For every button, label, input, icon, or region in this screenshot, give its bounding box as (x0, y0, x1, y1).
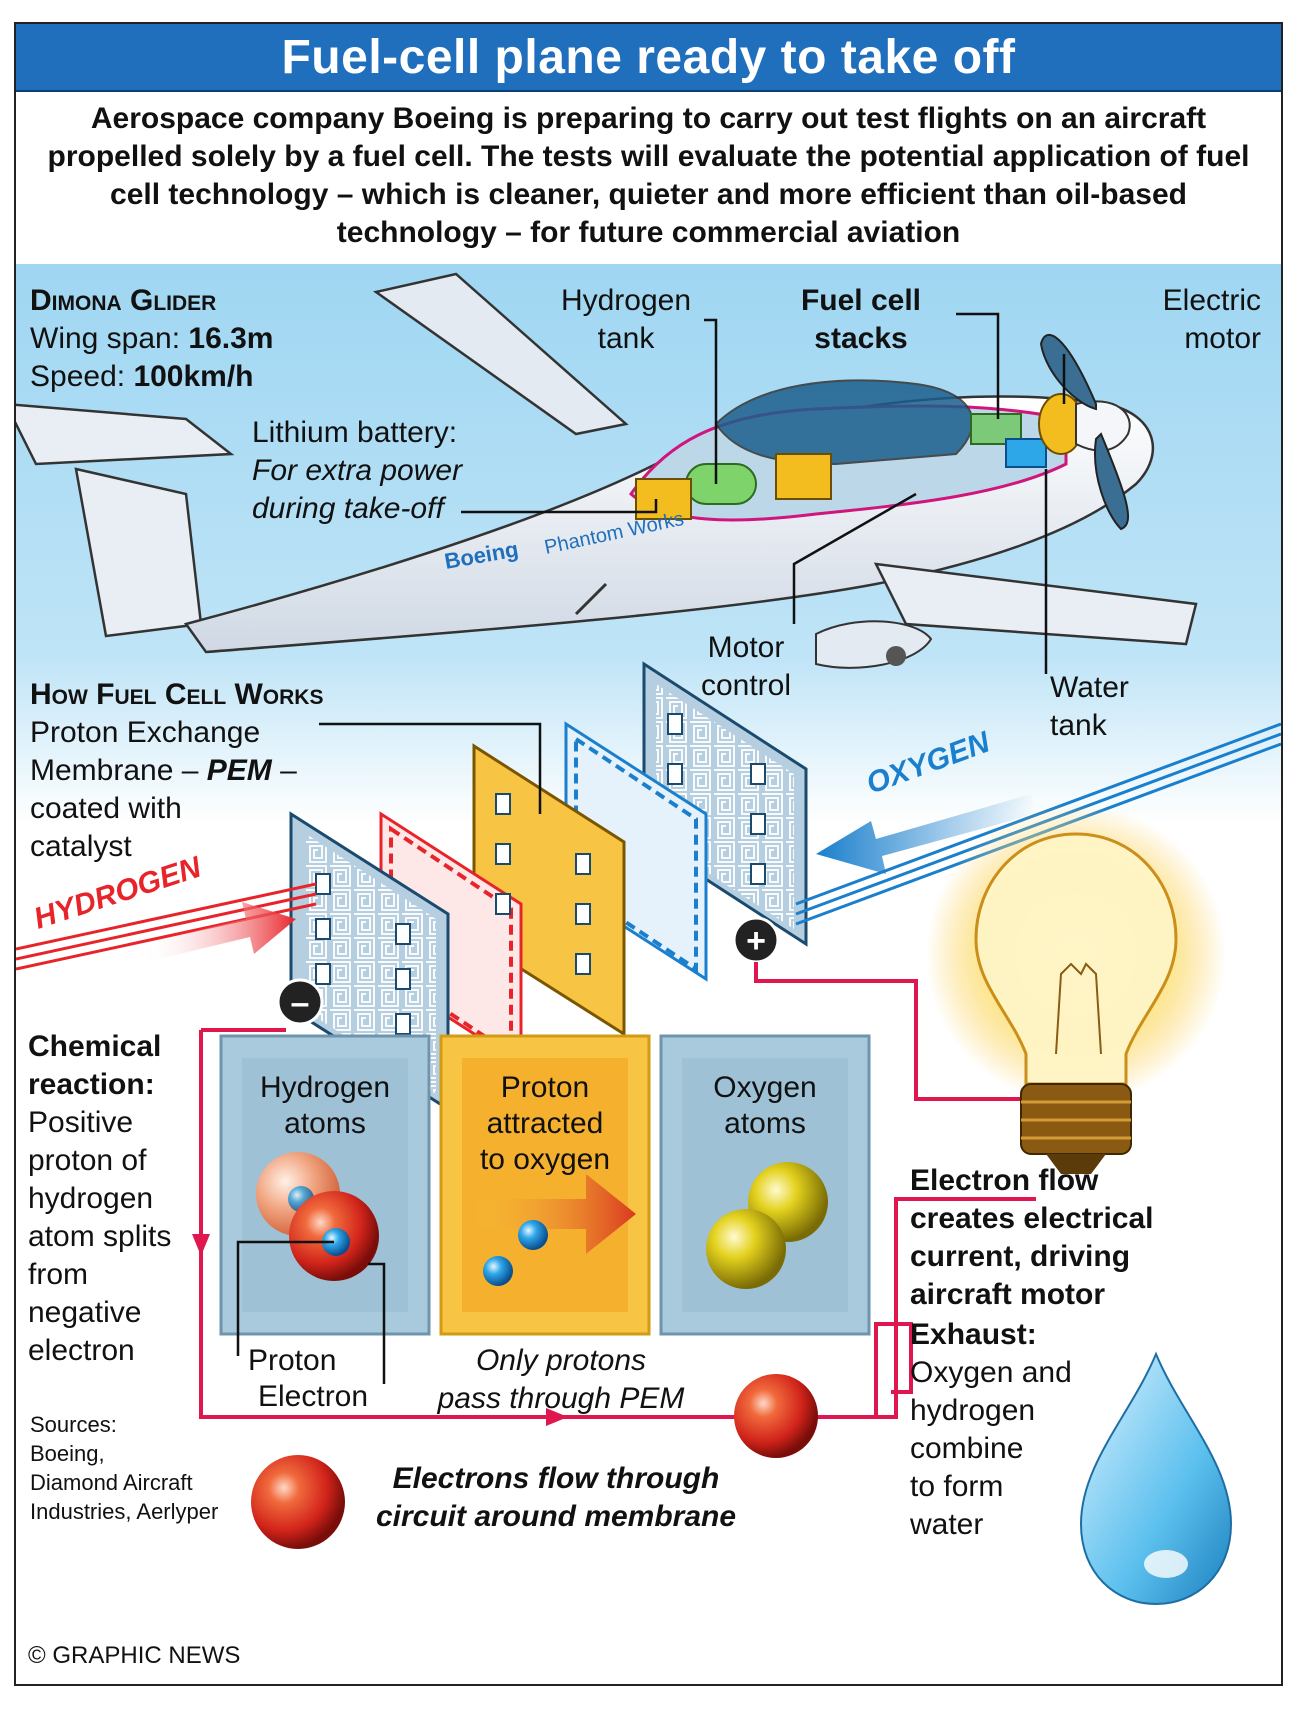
electron-ball-left (251, 1455, 345, 1549)
lithium-battery-label: Lithium battery: For extra power during … (252, 416, 463, 525)
speed-value: 100km/h (133, 360, 254, 393)
oxygen-arrow-label: OXYGEN (862, 725, 995, 800)
how-fuel-cell-works: How Fuel Cell Works Proton Exchange Memb… (30, 678, 324, 863)
oxygen-atoms (706, 1162, 828, 1289)
speed-label: Speed: (30, 360, 126, 393)
intro-text: Aerospace company Boeing is preparing to… (47, 102, 1250, 249)
aircraft-illustration: Boeing Phantom Works (16, 272, 1198, 669)
hydrogen-atoms (256, 1152, 379, 1281)
pem-leader-line (319, 722, 542, 814)
electric-circuit (199, 962, 1036, 1419)
plane-leader-lines (461, 312, 1066, 674)
proton-migration (476, 1174, 636, 1286)
wingspan-row: Wing span: 16.3m (30, 320, 274, 358)
proton-box-title: Proton attracted to oxygen (479, 1071, 611, 1176)
oxygen-box-title: Oxygen atoms (713, 1071, 817, 1140)
wingspan-label: Wing span: (30, 322, 181, 355)
water-tank-label: Water tank (1050, 671, 1129, 742)
pem-note: Only protons pass through PEM (437, 1344, 685, 1415)
glider-heading: Dimona Glider (30, 284, 217, 317)
minus-sign: – (291, 984, 310, 1022)
proton-callout: Proton (248, 1344, 337, 1377)
negative-terminal: – (276, 978, 324, 1026)
hydrogen-tank-label: Hydrogen tank (560, 284, 692, 355)
page-title: Fuel-cell plane ready to take off (281, 31, 1016, 84)
atom-callout-lines (236, 1240, 386, 1384)
plus-sign: + (746, 922, 766, 960)
chemical-reaction: Chemical reaction: Positive proton of hy… (28, 1030, 172, 1367)
circuit-arrow-down (192, 1234, 210, 1256)
hydrogen-inflow (16, 882, 317, 971)
motor-control-label: Motor control (700, 631, 792, 702)
illustration: Boeing Phantom Works (16, 272, 1281, 1606)
title-bar: Fuel-cell plane ready to take off (16, 24, 1281, 92)
wingspan-value: 16.3m (188, 322, 274, 355)
light-bulb (926, 804, 1226, 1174)
exhaust-caption: Exhaust: Oxygen and hydrogen combine to … (910, 1318, 1072, 1541)
hydrogen-box-title: Hydrogen atoms (259, 1071, 391, 1140)
infographic-frame: Fuel-cell plane ready to take off Aerosp… (14, 22, 1283, 1686)
positive-terminal: + (732, 916, 780, 964)
circuit-arrow-right (546, 1408, 568, 1426)
credit: © GRAPHIC NEWS (28, 1642, 241, 1669)
speed-row: Speed: 100km/h (30, 358, 274, 396)
fuel-cell-stacks-label: Fuel cell stacks (800, 284, 922, 355)
electron-ball-right (734, 1374, 818, 1458)
sources: Sources: Boeing, Diamond Aircraft Indust… (30, 1412, 219, 1524)
water-drop (1079, 1351, 1233, 1606)
glider-specs: Dimona Glider Wing span: 16.3m Speed: 10… (30, 282, 274, 396)
electric-motor-label: Electric motor (1162, 284, 1261, 355)
electron-callout: Electron (258, 1380, 369, 1413)
how-heading: How Fuel Cell Works (30, 678, 324, 711)
electron-flow-caption: Electron flow creates electrical current… (910, 1164, 1154, 1311)
electrons-flow-caption: Electrons flow through circuit around me… (375, 1462, 737, 1533)
